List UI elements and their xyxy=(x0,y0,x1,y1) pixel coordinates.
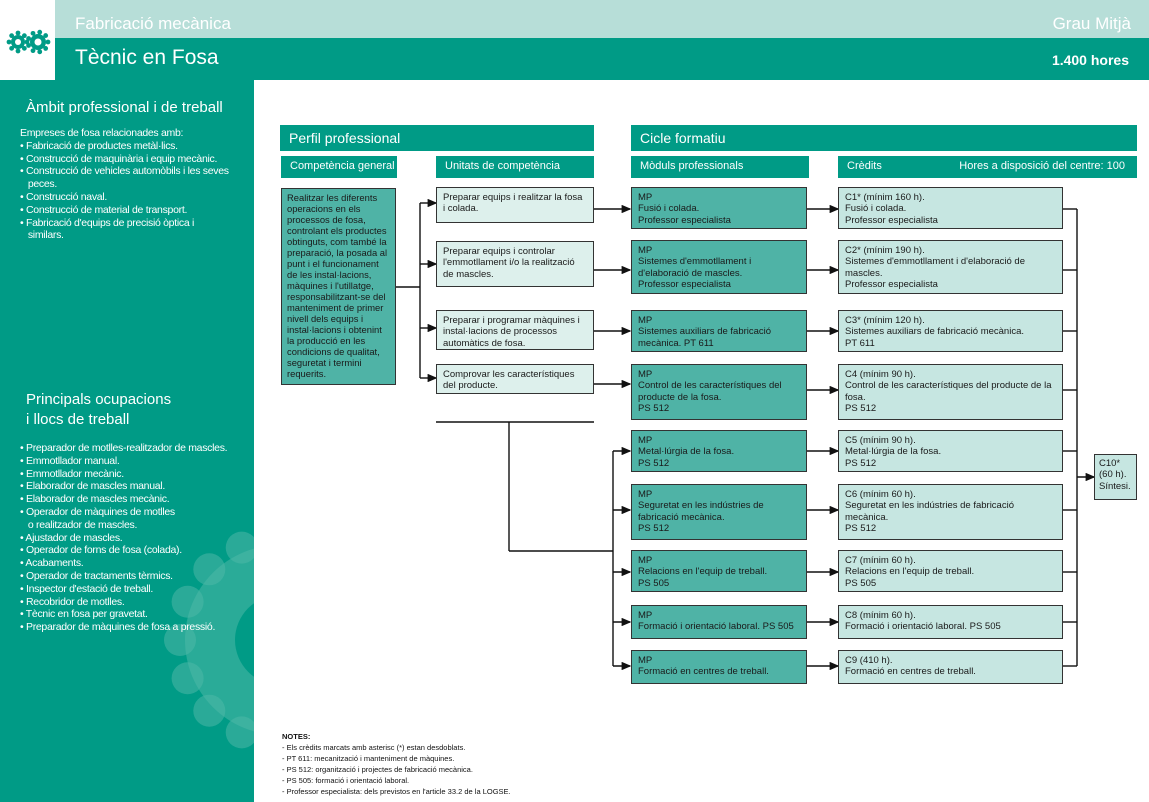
ocupacio-list-item: • Ajustador de mascles. xyxy=(20,531,123,544)
ambit-list-item: similars. xyxy=(20,229,64,242)
ocupacio-list-item: • Preparador de motlles-realitzador de m… xyxy=(20,442,228,454)
ambit-title: Àmbit professional i de treball xyxy=(26,99,223,116)
ambit-list-item: peces. xyxy=(20,178,57,191)
modul-1: MP Fusió i colada. Professor especialist… xyxy=(631,187,807,229)
ocupacio-list-item: • Operador de forns de fosa (colada). xyxy=(20,544,182,557)
unitat-competencia-2: Preparar equips i controlar l'emmotllame… xyxy=(436,241,594,287)
ambit-list-item: • Construcció de maquinària i equip mecà… xyxy=(20,152,218,165)
note-line: - Els crèdits marcats amb asterisc (*) e… xyxy=(282,743,466,752)
credit-c10-sintesi: C10* (60 h). Síntesi. xyxy=(1094,454,1137,500)
ambit-list-item: • Construcció de vehicles automòbils i l… xyxy=(20,165,229,178)
logo xyxy=(0,0,55,80)
ocupacions-title-2: i llocs de treball xyxy=(26,411,130,428)
modul-7: MP Relacions en l'equip de treball. PS 5… xyxy=(631,550,807,592)
total-hours: 1.400 hores xyxy=(1051,52,1129,68)
ambit-list-item: • Construcció de material de transport. xyxy=(20,203,188,216)
credit-c2: C2* (mínim 190 h). Sistemes d'emmotllame… xyxy=(838,240,1063,294)
note-line: - PT 611: mecanització i manteniment de … xyxy=(282,754,455,763)
ocupacio-list-item: o realitzador de mascles. xyxy=(20,518,138,531)
ambit-list-item: • Fabricació d'equips de precisió òptica… xyxy=(20,216,195,229)
ocupacio-list-item: • Tècnic en fosa per gravetat. xyxy=(20,608,148,621)
competencia-label: Competència general xyxy=(281,156,397,178)
credit-c8: C8 (mínim 60 h). Formació i orientació l… xyxy=(838,605,1063,639)
notes-title: NOTES: xyxy=(282,732,311,741)
ambit-list: Empreses de fosa relacionades amb:• Fabr… xyxy=(20,127,240,242)
ocupacio-list-item: • Acabaments. xyxy=(20,557,84,570)
hores-centre: Hores a disposició del centre: 100 xyxy=(959,160,1125,172)
modul-6: MP Seguretat en les indústries de fabric… xyxy=(631,484,807,540)
modul-5: MP Metal·lúrgia de la fosa. PS 512 xyxy=(631,430,807,472)
ocupacio-list-item: • Operador de tractaments tèrmics. xyxy=(20,569,173,582)
perfil-professional-header: Perfil professional xyxy=(280,125,594,151)
credit-c7: C7 (mínim 60 h). Relacions en l'equip de… xyxy=(838,550,1063,592)
sidebar: Àmbit professional i de treball Empreses… xyxy=(0,80,254,802)
ambit-list-item: Empreses de fosa relacionades amb: xyxy=(20,127,184,139)
ocupacio-list-item: • Emmotllador manual. xyxy=(20,454,120,467)
notes: NOTES: - Els crèdits marcats amb asteris… xyxy=(282,731,511,797)
modul-3: MP Sistemes auxiliars de fabricació mecà… xyxy=(631,310,807,352)
credit-c5: C5 (mínim 90 h). Metal·lúrgia de la fosa… xyxy=(838,430,1063,472)
professional-family: Fabricació mecànica xyxy=(75,14,231,33)
modul-4: MP Control de les característiques del p… xyxy=(631,364,807,420)
page-title: Tècnic en Fosa xyxy=(75,46,219,69)
modul-8: MP Formació i orientació laboral. PS 505 xyxy=(631,605,807,639)
note-line: - Professor especialista: dels previstos… xyxy=(282,787,511,796)
header-band xyxy=(0,0,1149,38)
gear-icon xyxy=(6,29,51,55)
modul-9: MP Formació en centres de treball. xyxy=(631,650,807,684)
ocupacions-list: • Preparador de motlles-realitzador de m… xyxy=(20,442,240,634)
ocupacio-list-item: • Elaborador de mascles manual. xyxy=(20,480,165,493)
cicle-formatiu-header: Cicle formatiu xyxy=(631,125,1137,151)
ocupacio-list-item: • Inspector d'estació de treball. xyxy=(20,582,153,595)
unitat-competencia-3: Preparar i programar màquines i instal·l… xyxy=(436,310,594,350)
note-line: - PS 505: formació i orientació laboral. xyxy=(282,776,410,785)
title-band xyxy=(55,38,1149,80)
unitats-label: Unitats de competència xyxy=(436,156,594,178)
credit-c3: C3* (mínim 120 h). Sistemes auxiliars de… xyxy=(838,310,1063,352)
credit-c1: C1* (mínim 160 h). Fusió i colada. Profe… xyxy=(838,187,1063,229)
grade-level: Grau Mitjà xyxy=(1052,14,1131,33)
credits-label: Crèdits Hores a disposició del centre: 1… xyxy=(838,156,1137,178)
credit-c4: C4 (mínim 90 h). Control de les caracter… xyxy=(838,364,1063,420)
ocupacio-list-item: • Recobridor de motlles. xyxy=(20,595,125,608)
moduls-label: Mòduls professionals xyxy=(631,156,809,178)
ocupacio-list-item: • Operador de màquines de motlles xyxy=(20,505,175,518)
unitat-competencia-4: Comprovar les característiques del produ… xyxy=(436,364,594,394)
note-line: - PS 512: organització i projectes de fa… xyxy=(282,765,473,774)
competencia-general-box: Realitzar les diferents operacions en el… xyxy=(281,188,396,385)
unitat-competencia-1: Preparar equips i realitzar la fosa i co… xyxy=(436,187,594,223)
modul-2: MP Sistemes d'emmotllament i d'elaboraci… xyxy=(631,240,807,294)
ambit-list-item: • Fabricació de productes metàl·lics. xyxy=(20,139,178,152)
ocupacions-title-1: Principals ocupacions xyxy=(26,391,172,408)
ocupacio-list-item: • Preparador de màquines de fosa a press… xyxy=(20,621,216,634)
ambit-list-item: • Construcció naval. xyxy=(20,190,107,203)
credit-c6: C6 (mínim 60 h). Seguretat en les indúst… xyxy=(838,484,1063,540)
credit-c9: C9 (410 h). Formació en centres de treba… xyxy=(838,650,1063,684)
ocupacio-list-item: • Elaborador de mascles mecànic. xyxy=(20,493,170,506)
ocupacio-list-item: • Emmotllador mecànic. xyxy=(20,467,124,480)
gear-watermark-icon xyxy=(164,531,254,749)
